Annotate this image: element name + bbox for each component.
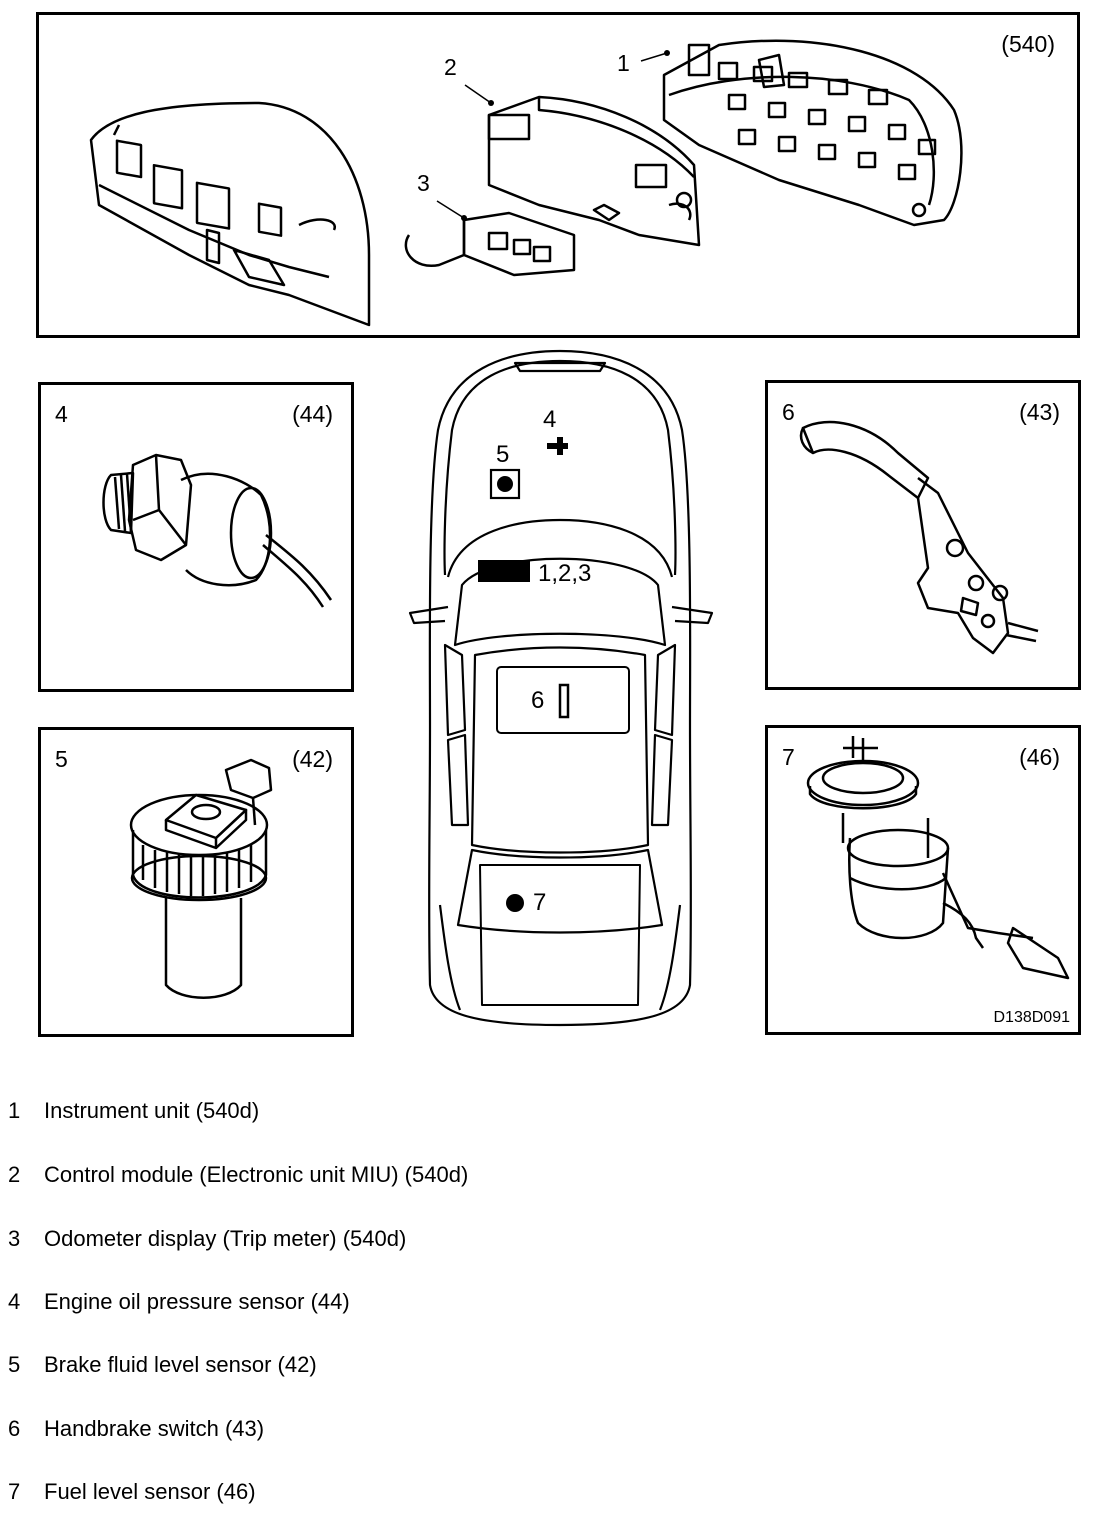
car-label-4: 4	[543, 406, 557, 433]
callout-1: 1	[617, 50, 630, 76]
panel-5-code: (42)	[292, 746, 333, 772]
panel-7-code: (46)	[1019, 744, 1060, 770]
instrument-cluster-drawing	[89, 39, 963, 327]
panel-6-number: 6	[782, 399, 795, 425]
panel-4-number: 4	[55, 401, 68, 427]
panel-4-code: (44)	[292, 401, 333, 427]
car-label-7: 7	[533, 889, 547, 916]
oil-pressure-sensor-drawing	[102, 453, 333, 608]
panel-code: (540)	[1001, 31, 1055, 57]
car-outline	[408, 349, 714, 1027]
legend: 1 Instrument unit (540d) 2 Control modul…	[8, 1098, 469, 1504]
panel-6-code: (43)	[1019, 399, 1060, 425]
brake-fluid-sensor-drawing	[129, 758, 273, 999]
panel-7-number: 7	[782, 744, 795, 770]
callout-3: 3	[417, 170, 430, 196]
car-label-5: 5	[496, 441, 510, 468]
car-label-6: 6	[531, 687, 545, 714]
car-top-view: 4 5 1,2,3 6 7	[400, 345, 720, 1030]
fuel-level-sensor-drawing	[806, 736, 1070, 980]
brake-fluid-sensor-panel: 5 (42)	[38, 727, 354, 1037]
drawing-id: D138D091	[993, 1009, 1071, 1026]
panel-5-number: 5	[55, 746, 68, 772]
car-label-1-2-3: 1,2,3	[538, 560, 592, 587]
handbrake-panel: 6 (43)	[765, 380, 1081, 690]
callout-2: 2	[444, 54, 457, 80]
handbrake-drawing	[799, 420, 1039, 655]
fuel-level-sensor-panel: 7 (46) D138D091	[765, 725, 1081, 1035]
instrument-cluster-panel: (540) 1 2 3	[36, 12, 1080, 338]
oil-pressure-sensor-panel: 4 (44)	[38, 382, 354, 692]
